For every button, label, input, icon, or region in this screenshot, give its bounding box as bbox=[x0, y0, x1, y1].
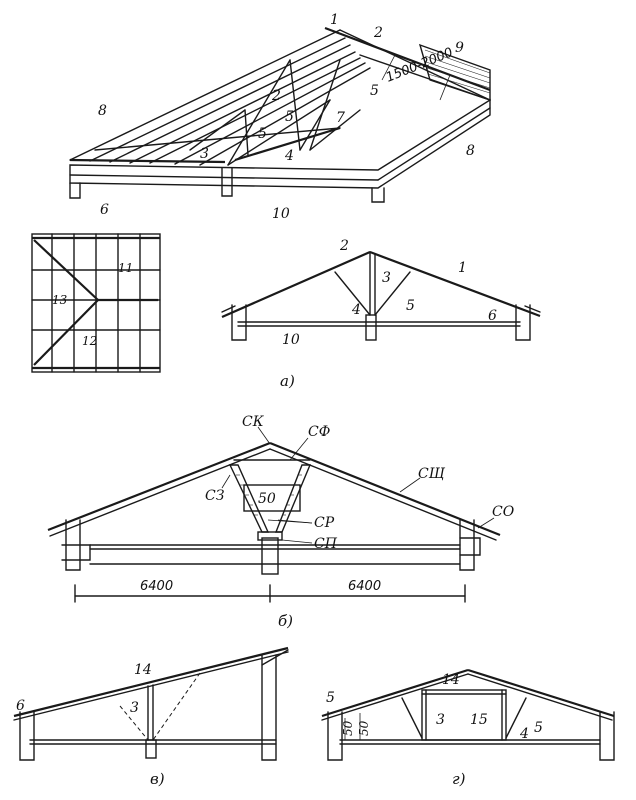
label-sd: СО bbox=[492, 504, 515, 520]
label-14: 14 bbox=[442, 672, 460, 688]
dim-50: 50 bbox=[341, 720, 355, 736]
label-6: 6 bbox=[488, 308, 497, 324]
label-sf: СФ bbox=[308, 424, 330, 440]
middle-wall bbox=[221, 167, 233, 197]
label-sr: СР bbox=[314, 515, 335, 531]
dimension-right: 6400 bbox=[348, 579, 381, 594]
figure-a-section bbox=[221, 250, 541, 341]
label-sshch: СЩ bbox=[418, 466, 446, 482]
rafters-front-slope bbox=[69, 29, 371, 166]
label-8: 8 bbox=[466, 143, 475, 159]
label-4: 4 bbox=[284, 148, 294, 164]
label-sk: СК bbox=[242, 414, 265, 430]
figure-a-plan bbox=[31, 233, 161, 373]
label-6: 6 bbox=[100, 202, 109, 218]
label-sp: СП bbox=[314, 536, 338, 552]
label-5: 5 bbox=[258, 126, 267, 142]
label-12: 12 bbox=[82, 334, 97, 348]
label-10: 10 bbox=[272, 206, 290, 222]
caption-a: а) bbox=[280, 372, 295, 390]
front-wall bbox=[371, 187, 385, 203]
label-2: 2 bbox=[373, 25, 383, 41]
label-5: 5 bbox=[370, 83, 379, 99]
label-3: 3 bbox=[436, 712, 445, 728]
label-2: 2 bbox=[271, 88, 281, 104]
label-50: 50 bbox=[258, 491, 276, 507]
ridge-purlin bbox=[324, 26, 491, 92]
label-15: 15 bbox=[470, 712, 488, 728]
label-11: 11 bbox=[118, 261, 133, 275]
dim-50: 50 bbox=[357, 720, 371, 736]
label-3: 3 bbox=[130, 700, 139, 716]
figure-v-section bbox=[13, 646, 289, 761]
rafter-spacing-dimension: 1500-2000 bbox=[384, 45, 455, 85]
label-7: 7 bbox=[336, 110, 345, 126]
label-9: 9 bbox=[455, 40, 464, 56]
caption-v: в) bbox=[150, 770, 165, 788]
figure-b-section bbox=[47, 426, 501, 603]
floor-slab bbox=[69, 98, 491, 189]
label-4: 4 bbox=[351, 302, 361, 318]
label-1: 1 bbox=[330, 12, 339, 28]
label-14: 14 bbox=[134, 662, 152, 678]
label-3: 3 bbox=[382, 270, 391, 286]
label-5: 5 bbox=[285, 109, 294, 125]
label-3: 3 bbox=[200, 146, 209, 162]
roof-sheathing-patch bbox=[418, 43, 491, 101]
label-6: 6 bbox=[16, 698, 25, 714]
label-5: 5 bbox=[326, 690, 335, 706]
caption-b: б) bbox=[278, 612, 293, 630]
label-13: 13 bbox=[52, 293, 68, 307]
label-4: 4 bbox=[519, 726, 529, 742]
label-5: 5 bbox=[534, 720, 543, 736]
label-5: 5 bbox=[406, 298, 415, 314]
label-sz: СЗ bbox=[205, 488, 225, 504]
figure-g-section bbox=[321, 668, 615, 761]
left-wall bbox=[69, 182, 81, 199]
caption-g: г) bbox=[452, 770, 466, 788]
truss-struts bbox=[189, 59, 361, 166]
label-2: 2 bbox=[339, 238, 349, 254]
dimension-left: 6400 bbox=[140, 579, 173, 594]
figure-a-isometric bbox=[69, 26, 491, 203]
label-1: 1 bbox=[458, 260, 467, 276]
label-8: 8 bbox=[98, 103, 107, 119]
label-10: 10 bbox=[282, 332, 300, 348]
wall-plate bbox=[69, 158, 226, 164]
